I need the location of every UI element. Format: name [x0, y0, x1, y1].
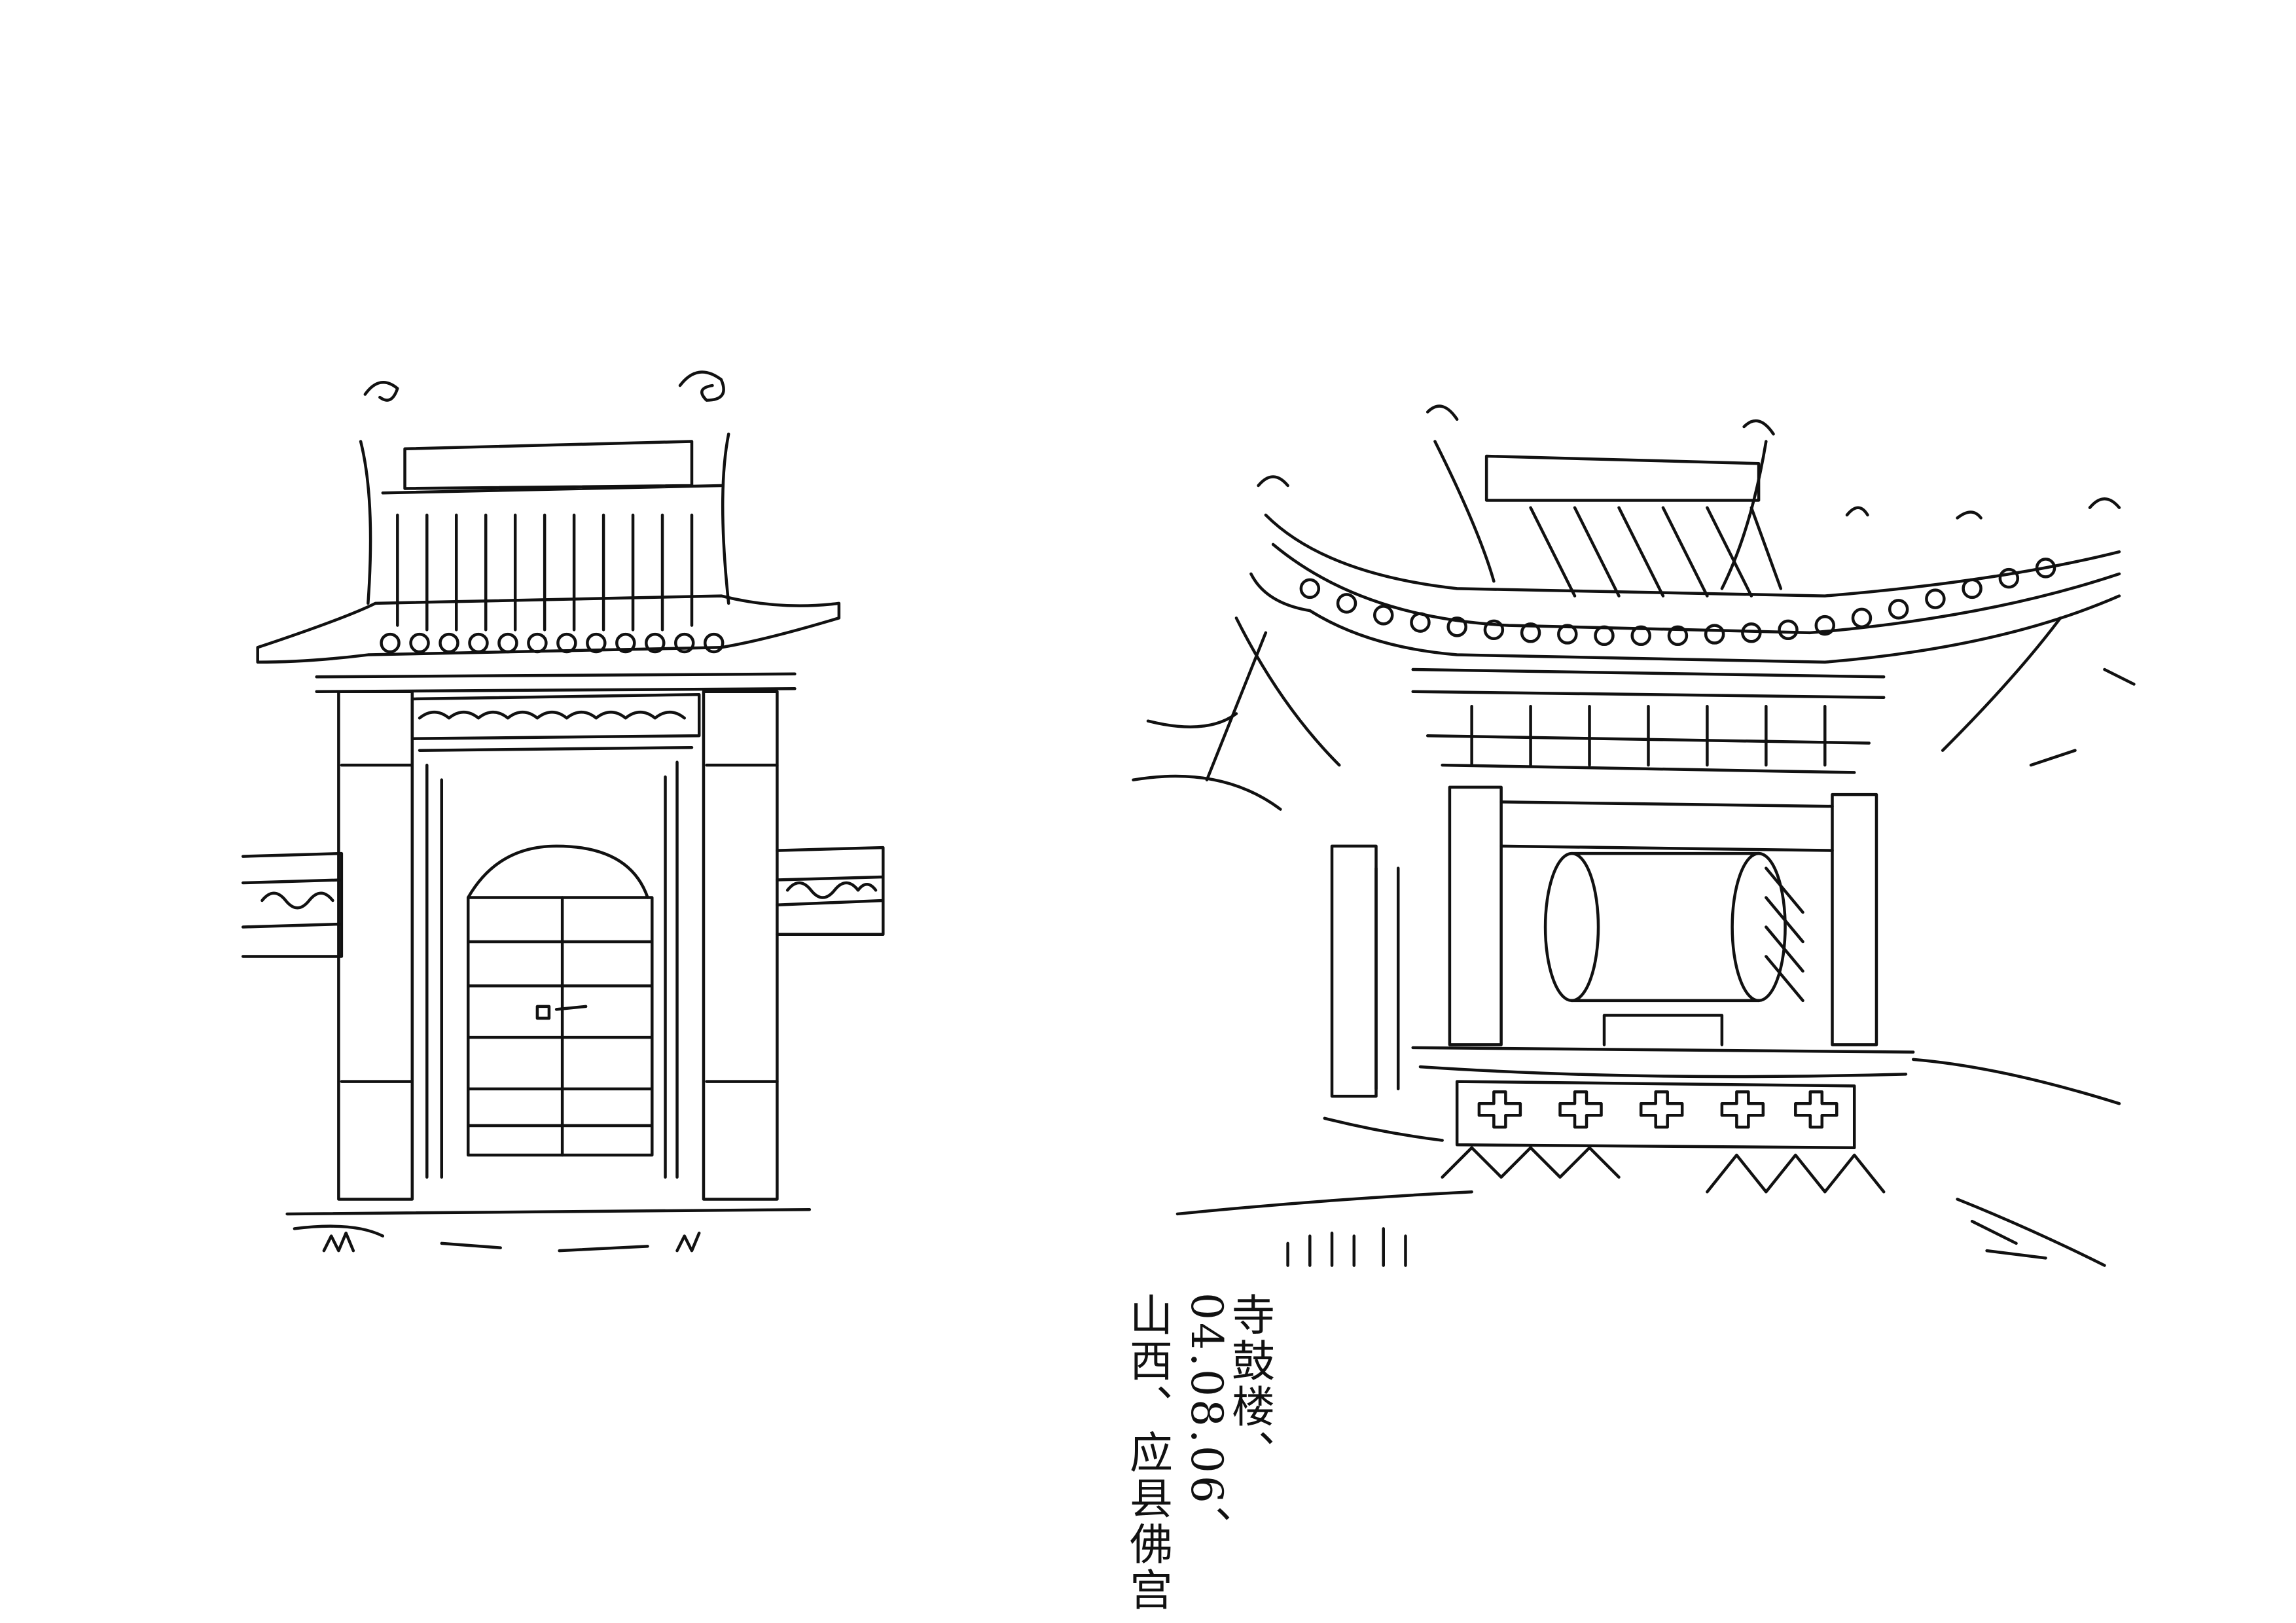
platform-base [1455, 1080, 1856, 1150]
drum-tower-sketch [1132, 404, 2136, 1267]
caption-location: 山西、应县佛宫 [1122, 1293, 1173, 1613]
caption-subject-date: 寺鼓楼、04.08.06、 [1181, 1293, 1275, 1552]
drum [1543, 851, 1600, 1003]
roof-tiles [380, 513, 725, 654]
eave-tiles [1299, 558, 2056, 647]
upper-roof-tiles [1529, 506, 1783, 597]
gate-door [466, 896, 654, 1157]
gate-sketch [241, 370, 885, 1253]
